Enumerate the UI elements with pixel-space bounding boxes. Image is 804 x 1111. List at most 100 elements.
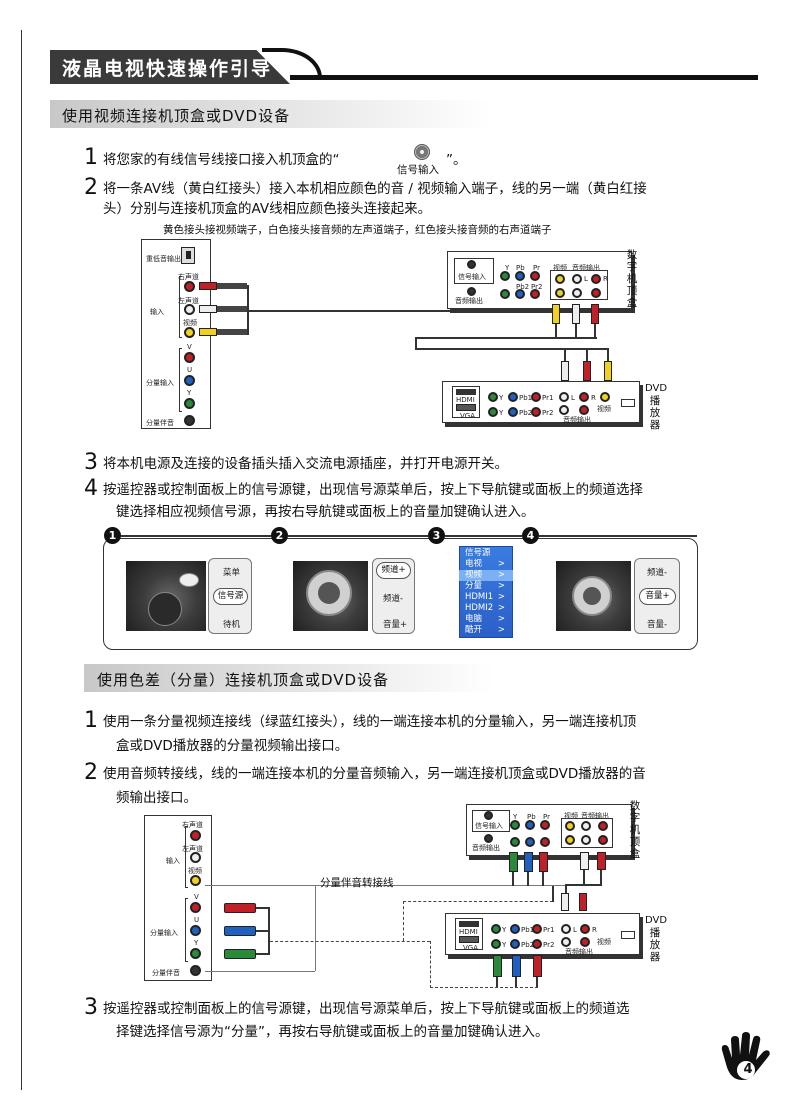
- tv2-audio-l-jack: [190, 852, 201, 863]
- dvd-hdmi-port: [456, 389, 476, 395]
- stb-cable-h: [415, 337, 597, 339]
- dvd2-cable-r: [536, 977, 538, 987]
- tv2-y-label: Y: [194, 939, 199, 947]
- stb2-audio-cable-r: [600, 870, 602, 884]
- badge-line-3: [445, 535, 522, 537]
- dvd-hdmi-label: HDMI: [456, 396, 475, 404]
- plug-white-tv: [199, 305, 217, 313]
- step-badge-4: 4: [522, 527, 539, 544]
- source-key-highlight: [179, 573, 199, 587]
- p4-vol-up-pill: 音量+: [639, 588, 676, 605]
- dvd2-l-label: L: [573, 926, 577, 934]
- stb2-video-jack: [565, 821, 575, 831]
- cable-yellow-tv: [217, 329, 247, 335]
- stb2-pb-label: Pb: [527, 813, 536, 821]
- stb2-pb2-jack: [525, 837, 535, 847]
- tv2-comp-u-jack: [190, 925, 201, 936]
- stb-cable-drop: [415, 337, 417, 349]
- s1-step1-text-a: 将您家的有线信号线接口接入机顶盒的“: [103, 152, 340, 168]
- dvd-panel: [442, 381, 640, 423]
- section1-title: 使用视频连接机顶盒或DVD设备: [62, 107, 291, 125]
- tv2-input-label: 输入: [166, 857, 180, 865]
- dvd2-hdmi-label: HDMI: [459, 928, 478, 936]
- badge-line-2: [288, 535, 428, 537]
- stb-plug-red: [591, 304, 599, 324]
- s1-step2-number: 2: [84, 175, 98, 200]
- dvd-r-jack: [579, 392, 589, 402]
- tv2-comp-y-jack: [190, 948, 201, 959]
- instruction-frame: [103, 538, 698, 650]
- dvd-pb1-jack: [508, 392, 518, 402]
- dvd2-pr1-jack: [532, 924, 542, 934]
- stb-l-jack: [572, 274, 582, 284]
- dvd-l2-jack: [559, 405, 569, 415]
- cable-white-tv: [217, 306, 247, 312]
- stb2-av-box: [561, 818, 613, 848]
- stb-cable1: [555, 324, 557, 338]
- margin-rule: [21, 30, 22, 1090]
- stb-y2-jack: [500, 289, 510, 299]
- header-rule: [290, 75, 758, 80]
- dvd-vga-label: VGA: [460, 412, 476, 420]
- stb2-plug-green: [509, 852, 518, 872]
- stb2-device-label: 数字机顶盒: [629, 800, 641, 860]
- s1-step3-number: 3: [84, 450, 98, 475]
- tv-input-label: 输入: [150, 308, 164, 316]
- dvd2-device-label-b: 播放器: [649, 927, 661, 963]
- stb-y-jack: [500, 271, 510, 281]
- badge-line-1: [121, 535, 271, 537]
- dvd2-device-label-a: DVD: [645, 915, 668, 926]
- stb-device-label: 数字机顶盒: [626, 249, 638, 309]
- plug2-green-tv: [224, 949, 256, 959]
- stb-signal-jack: [467, 260, 476, 269]
- dvd2-l-jack: [561, 924, 571, 934]
- dvd2-y-jack: [491, 924, 501, 934]
- tv2-comp-v-jack: [190, 902, 201, 913]
- tv2-comp-audio-label: 分量伴音: [152, 969, 180, 977]
- dvd2-pb2-label: Pb2: [521, 941, 535, 949]
- stb2-l-jack: [581, 821, 591, 831]
- dvd-audioout-label: 音频输出: [563, 416, 591, 424]
- dvd2-vga-port: [459, 936, 479, 943]
- stb-y-label: Y: [505, 264, 510, 272]
- step-badge-2: 2: [271, 527, 288, 544]
- subwoofer-port: [181, 247, 195, 264]
- dvd-device-label-a: DVD: [645, 383, 668, 394]
- stb2-cable-join: [552, 886, 554, 902]
- osd-row-0: 信号源: [465, 548, 491, 558]
- dvd-hdmi-box: [452, 386, 480, 418]
- stb2-pr-label: Pr: [543, 813, 550, 821]
- stb2-audioout2-label: 音频输出: [581, 812, 609, 820]
- tv2-video-label: 视频: [188, 867, 202, 875]
- stb-pr2-jack: [530, 289, 540, 299]
- dvd2-plug-red: [579, 893, 587, 911]
- stb-video2-jack: [555, 288, 565, 298]
- c2-wire-bundle: [268, 907, 270, 955]
- dvd-power-slot: [621, 399, 635, 407]
- s1-step4-number: 4: [84, 476, 98, 501]
- section2-title: 使用色差（分量）连接机顶盒或DVD设备: [97, 671, 390, 689]
- tv-y-label: Y: [187, 389, 192, 397]
- stb-r-label: R: [603, 275, 608, 283]
- p2-ch-down-label: 频道-: [383, 594, 404, 604]
- s2-step1-line1: 使用一条分量视频连接线（绿蓝红接头），线的一端连接本机的分量输入，另一端连接机顶: [103, 714, 637, 730]
- p1-source-pill: 信号源: [213, 588, 248, 605]
- stb2-audio-cable-h: [565, 884, 602, 886]
- dvd2-r2-jack: [580, 937, 590, 947]
- stb2-plug-blue: [524, 852, 533, 872]
- source-osd-menu: [459, 546, 513, 638]
- dvd-pr2-label: Pr2: [542, 409, 554, 417]
- stb-video-jack: [555, 274, 565, 284]
- stb2-signal-box: [472, 810, 510, 832]
- stb2-cable-b: [527, 872, 529, 886]
- s2-step2-number: 2: [84, 760, 98, 785]
- stb2-audio-cable-l: [583, 870, 585, 884]
- s2-step3-number: 3: [84, 995, 98, 1020]
- stb-video-label: 视频: [553, 264, 567, 272]
- dvd-pb1-label: Pb1: [519, 394, 533, 402]
- c2-wire-r: [256, 907, 270, 909]
- tv2-u-label: U: [194, 916, 200, 924]
- osd-row-4: HDMI1>: [465, 592, 505, 602]
- stb2-r2-jack: [598, 835, 608, 845]
- stb2-audio-jack: [484, 834, 493, 843]
